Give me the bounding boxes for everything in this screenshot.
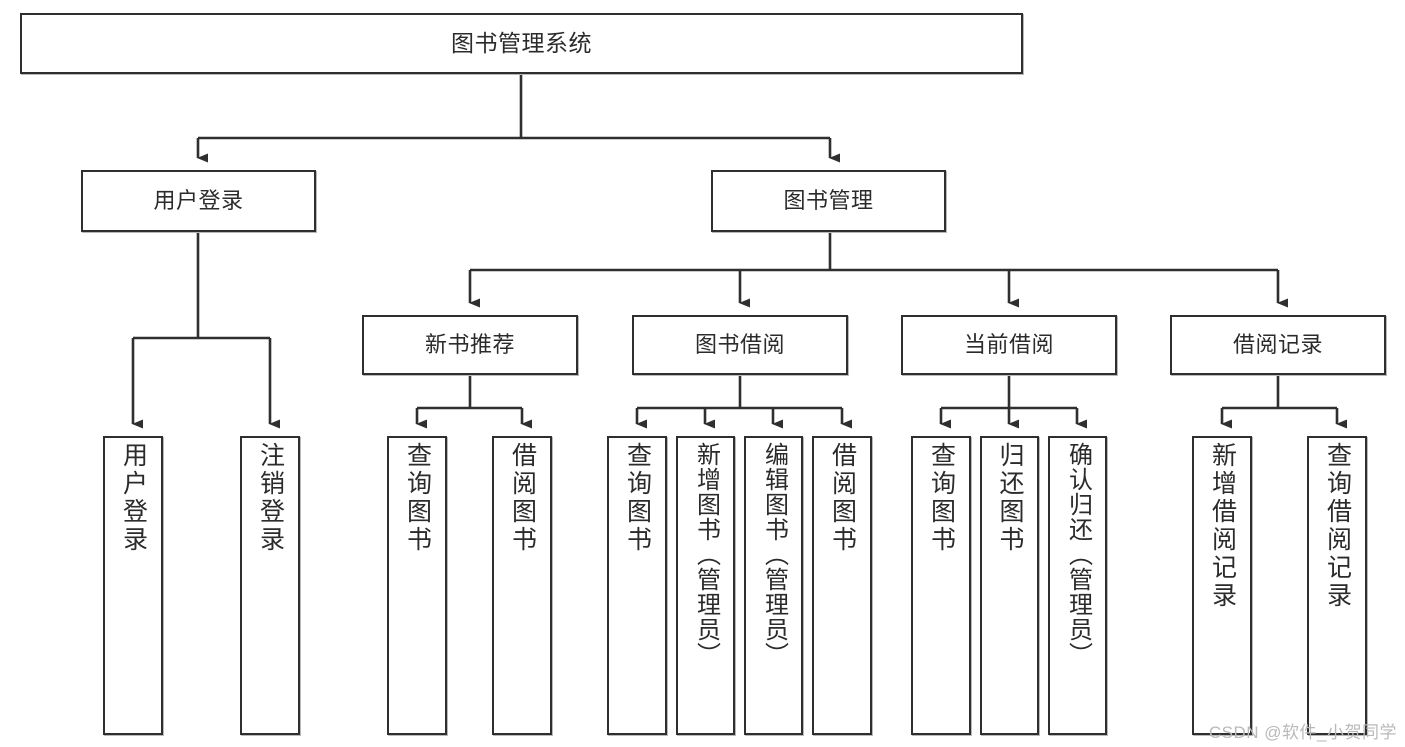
node-borrow-record[interactable]: 借阅记录 (1170, 315, 1386, 375)
node-leaf-confirm-return-admin[interactable]: 确认归还（管理员） (1048, 436, 1107, 735)
node-label: 注销登录 (256, 442, 285, 554)
node-leaf-borrow-book-borrow[interactable]: 借阅图书 (812, 436, 872, 735)
node-label: 图书管理 (783, 188, 874, 214)
node-label: 编辑图书（管理员） (760, 442, 788, 667)
node-label: 新增借阅记录 (1208, 442, 1237, 610)
node-book-management[interactable]: 图书管理 (711, 170, 946, 232)
node-leaf-query-book-recommend[interactable]: 查询图书 (387, 436, 447, 735)
node-label: 用户登录 (119, 442, 148, 554)
node-new-book-recommend[interactable]: 新书推荐 (362, 315, 578, 375)
node-label: 新书推荐 (424, 332, 515, 358)
node-label: 查询图书 (623, 442, 652, 554)
node-leaf-query-borrow-record[interactable]: 查询借阅记录 (1307, 436, 1367, 735)
node-label: 用户登录 (153, 188, 244, 214)
node-leaf-query-book-borrow[interactable]: 查询图书 (607, 436, 667, 735)
node-label: 图书借阅 (694, 332, 785, 358)
node-user-login[interactable]: 用户登录 (81, 170, 316, 232)
node-current-borrow[interactable]: 当前借阅 (901, 315, 1117, 375)
node-leaf-borrow-book-recommend[interactable]: 借阅图书 (492, 436, 552, 735)
node-leaf-query-book-current[interactable]: 查询图书 (911, 436, 971, 735)
node-label: 图书管理系统 (451, 29, 592, 56)
node-label: 查询图书 (927, 442, 956, 554)
node-label: 借阅图书 (508, 442, 537, 554)
node-label: 查询借阅记录 (1323, 442, 1352, 610)
node-leaf-add-borrow-record[interactable]: 新增借阅记录 (1192, 436, 1252, 735)
node-leaf-return-book[interactable]: 归还图书 (980, 436, 1039, 735)
node-book-borrow[interactable]: 图书借阅 (632, 315, 848, 375)
node-label: 当前借阅 (963, 332, 1054, 358)
csdn-watermark: CSDN @软件_小贺同学 (1208, 723, 1397, 742)
node-leaf-edit-book-admin[interactable]: 编辑图书（管理员） (744, 436, 803, 735)
node-leaf-user-login[interactable]: 用户登录 (103, 436, 163, 735)
node-label: 归还图书 (996, 442, 1024, 554)
node-leaf-add-book-admin[interactable]: 新增图书（管理员） (676, 436, 735, 735)
node-root-system[interactable]: 图书管理系统 (20, 13, 1023, 74)
node-label: 查询图书 (403, 442, 432, 554)
node-label: 借阅记录 (1232, 332, 1323, 358)
node-label: 新增图书（管理员） (692, 442, 720, 667)
node-label: 确认归还（管理员） (1064, 442, 1092, 667)
node-leaf-logout-login[interactable]: 注销登录 (240, 436, 300, 735)
node-label: 借阅图书 (828, 442, 857, 554)
